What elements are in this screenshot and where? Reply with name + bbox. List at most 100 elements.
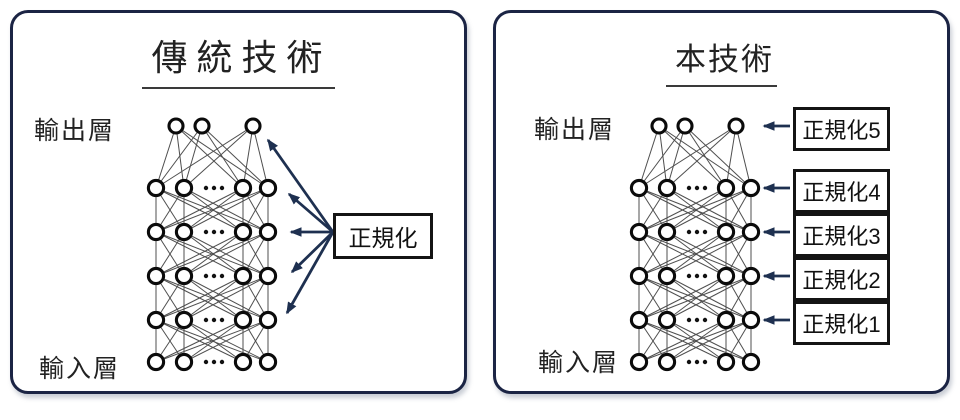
ellipsis-dot (694, 185, 700, 191)
neuron-node (174, 352, 194, 372)
ellipsis-dot (211, 359, 217, 365)
ellipsis-dot (694, 359, 700, 365)
neuron-node (174, 222, 194, 242)
neuron-node (657, 266, 677, 286)
neuron-nodes (146, 117, 278, 372)
ellipsis-dot (219, 185, 225, 191)
ellipsis-dot (203, 273, 209, 279)
normalization-arrow (285, 231, 335, 315)
ellipsis-dot (702, 273, 708, 279)
neuron-node (629, 266, 649, 286)
neuron-node (629, 310, 649, 330)
neuron-node (657, 310, 677, 330)
neuron-node (174, 310, 194, 330)
ellipsis-dot (211, 229, 217, 235)
ellipsis-dot (686, 359, 692, 365)
ellipsis-dot (219, 273, 225, 279)
panel-title: 傳統技術 (13, 29, 464, 89)
neuron-node (233, 266, 253, 286)
ellipsis-dot (219, 229, 225, 235)
neuron-node (727, 117, 745, 135)
neuron-node (657, 352, 677, 372)
panel-title: 本技術 (496, 34, 947, 87)
normalization-box-1: 正規化1 (793, 301, 890, 345)
panel-traditional-technique: 傳統技術 輸出層 輸入層 正規化 (10, 10, 467, 394)
neuron-node (146, 266, 166, 286)
neuron-node (193, 117, 211, 135)
normalization-arrows (266, 138, 335, 315)
ellipsis-dot (686, 229, 692, 235)
ellipsis-dot (211, 273, 217, 279)
neuron-node (146, 310, 166, 330)
neuron-node (233, 178, 253, 198)
ellipsis-dot (702, 185, 708, 191)
neuron-node (716, 178, 736, 198)
neuron-node (716, 222, 736, 242)
neuron-node (741, 266, 761, 286)
neuron-node (146, 178, 166, 198)
output-layer-label: 輸出層 (34, 117, 116, 145)
input-layer-label: 輸入層 (39, 355, 121, 383)
neuron-node (741, 352, 761, 372)
connection-edges (638, 125, 752, 363)
neuron-node (629, 352, 649, 372)
normalization-box-5: 正規化5 (793, 107, 890, 151)
normalization-box-4: 正規化4 (793, 169, 890, 213)
neuron-node (167, 117, 185, 135)
panel-title-text: 本技術 (666, 34, 777, 87)
neuron-node (233, 310, 253, 330)
network-diagram-proposed (629, 117, 790, 372)
normalization-box-2: 正規化2 (793, 257, 890, 301)
neuron-node (716, 352, 736, 372)
ellipsis-dot (203, 185, 209, 191)
panel-proposed-technique: 本技術 輸出層 輸入層 正規化5 正規化4 正規化3 正規化2 正規化1 (493, 10, 950, 394)
normalization-arrow (290, 230, 334, 274)
neuron-node (174, 178, 194, 198)
ellipsis-dot (203, 229, 209, 235)
ellipsis-dot (219, 317, 225, 323)
ellipsis-dot (694, 317, 700, 323)
output-layer-label: 輸出層 (534, 116, 616, 144)
ellipsis-dot (219, 359, 225, 365)
neuron-node (233, 352, 253, 372)
neuron-node (741, 178, 761, 198)
ellipsis-dot (203, 359, 209, 365)
normalization-arrows (762, 121, 790, 325)
ellipsis-dot (702, 229, 708, 235)
neuron-node (716, 266, 736, 286)
neuron-node (629, 178, 649, 198)
ellipsis-dot (686, 273, 692, 279)
ellipsis-dot (211, 185, 217, 191)
network-diagram-traditional (146, 117, 335, 372)
normalization-box-3: 正規化3 (793, 213, 890, 257)
neuron-nodes (629, 117, 761, 372)
normalization-arrow (287, 192, 334, 234)
neuron-node (741, 222, 761, 242)
neuron-node (629, 222, 649, 242)
neuron-node (174, 266, 194, 286)
neuron-node (233, 222, 253, 242)
ellipsis-dot (686, 317, 692, 323)
neuron-node (258, 310, 278, 330)
neuron-node (244, 117, 262, 135)
normalization-box: 正規化 (333, 213, 433, 259)
neuron-node (657, 222, 677, 242)
neuron-node (716, 310, 736, 330)
ellipsis-dot (203, 317, 209, 323)
neuron-node (741, 310, 761, 330)
connection-edges (155, 125, 269, 363)
normalization-arrow (266, 138, 335, 233)
ellipsis-dot (694, 229, 700, 235)
ellipsis-dot (702, 359, 708, 365)
neuron-node (146, 222, 166, 242)
ellipsis-dot (686, 185, 692, 191)
ellipsis-dot (211, 317, 217, 323)
ellipsis-dot (702, 317, 708, 323)
neuron-node (657, 178, 677, 198)
neuron-node (258, 352, 278, 372)
neuron-node (146, 352, 166, 372)
ellipsis-dot (694, 273, 700, 279)
panel-title-text: 傳統技術 (142, 29, 335, 89)
neuron-node (650, 117, 668, 135)
